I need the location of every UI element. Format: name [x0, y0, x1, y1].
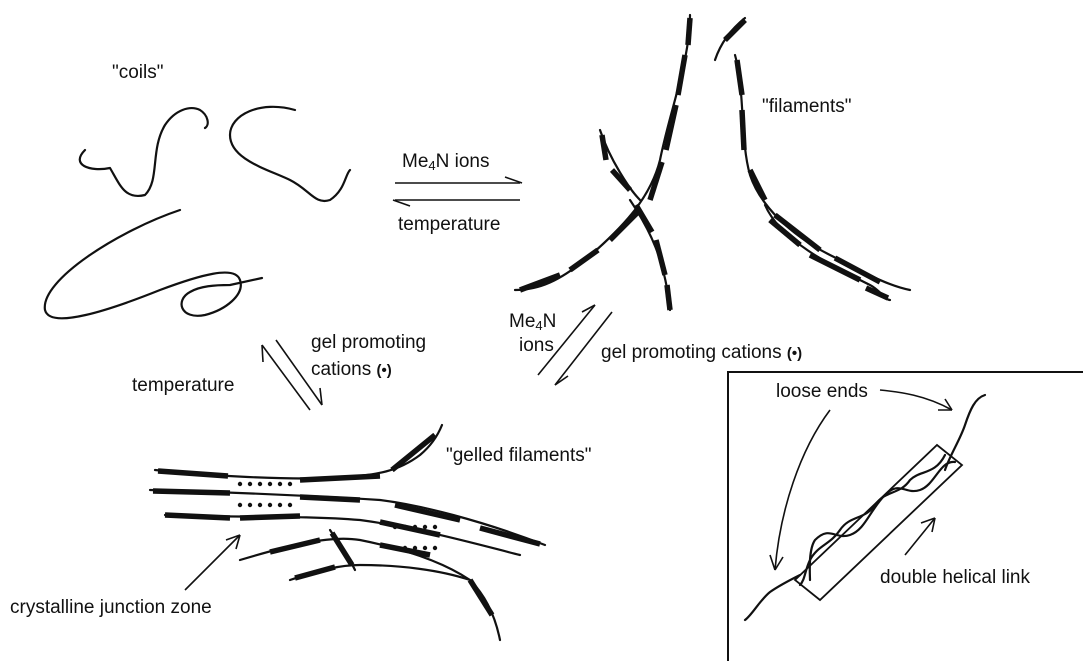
coils-group: [45, 107, 350, 318]
label-gel-promoting-left: gel promoting: [311, 333, 426, 352]
label-me4n-right: Me4N: [509, 312, 556, 332]
label-ions-right: ions: [519, 336, 554, 355]
label-loose-ends: loose ends: [776, 382, 868, 401]
eq-arrows-top: [393, 177, 522, 206]
label-gel-promoting-cations-right: gel promoting cations (•): [601, 343, 802, 362]
filaments-group: [515, 15, 910, 310]
cation-symbol-left: (•): [376, 362, 391, 379]
label-temperature-top: temperature: [398, 215, 500, 234]
label-double-helical-link: double helical link: [880, 568, 1030, 587]
label-me4n-ions-top: Me4N ions: [402, 152, 490, 172]
label-temperature-left: temperature: [132, 376, 234, 395]
inset-frame: [728, 372, 1083, 661]
coil-chain-2: [230, 107, 350, 201]
cation-symbol-right: (•): [787, 345, 802, 362]
label-coils: "coils": [112, 63, 164, 82]
coil-chain-3: [45, 210, 262, 318]
label-cations-left: cations (•): [311, 360, 392, 379]
inset-double-helix: [728, 372, 1083, 661]
label-filaments: "filaments": [762, 97, 852, 116]
label-gelled-filaments: "gelled filaments": [446, 446, 592, 465]
label-crystalline-junction-zone: crystalline junction zone: [10, 598, 212, 617]
coil-chain-1: [80, 108, 208, 196]
